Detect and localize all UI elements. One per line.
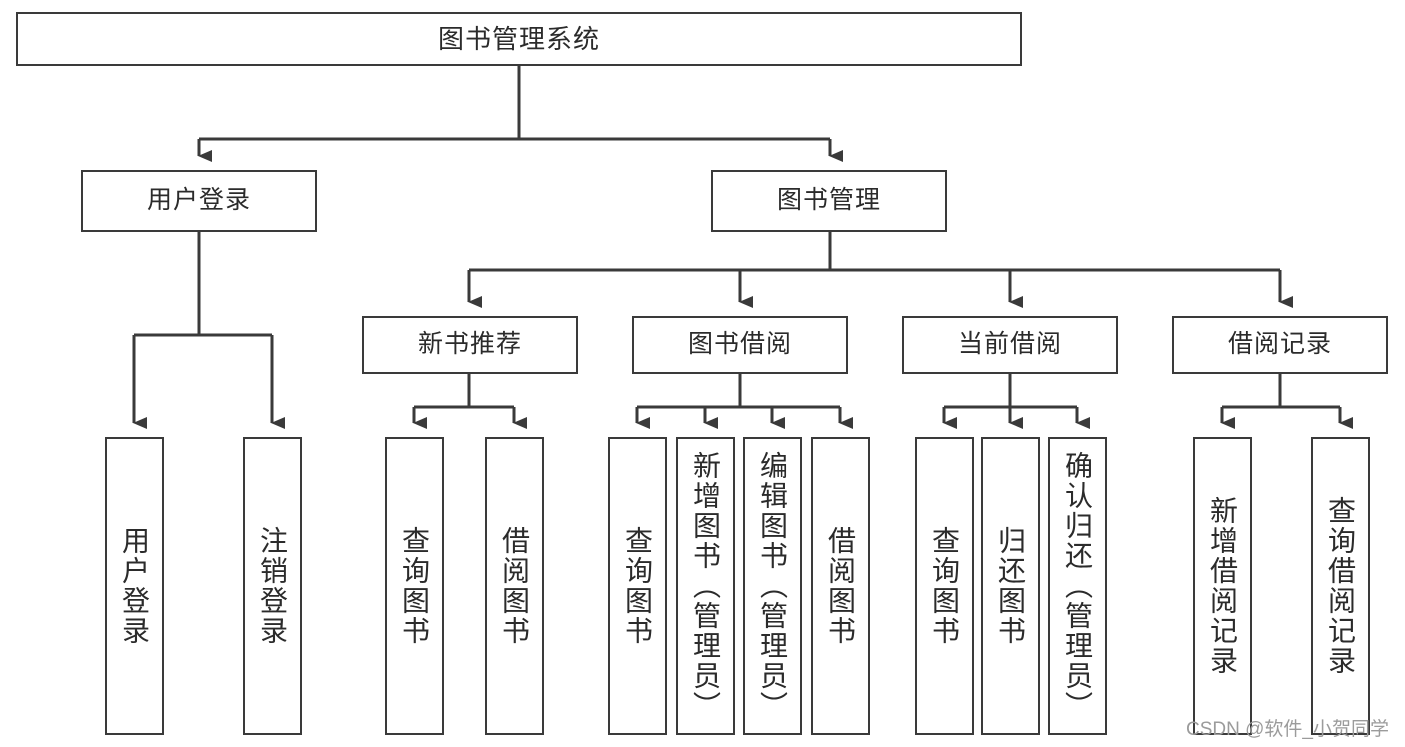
node-leaf-query-borrow-record[interactable]: 查询借阅记录: [1311, 437, 1370, 735]
node-leaf-user-logout-label: 注销登录: [257, 526, 289, 646]
node-leaf-user-logout[interactable]: 注销登录: [243, 437, 302, 735]
node-user-login[interactable]: 用户登录: [81, 170, 317, 232]
node-leaf-borrow-book[interactable]: 借阅图书: [811, 437, 870, 735]
node-leaf-user-login[interactable]: 用户登录: [105, 437, 164, 735]
node-leaf-cur-query-book-label: 查询图书: [929, 526, 961, 646]
node-leaf-rec-borrow-book-label: 借阅图书: [499, 526, 531, 646]
node-current-borrow-label: 当前借阅: [957, 330, 1062, 359]
node-new-book-rec-label: 新书推荐: [417, 330, 522, 359]
node-book-manage-label: 图书管理: [776, 186, 881, 215]
node-book-borrow[interactable]: 图书借阅: [632, 316, 848, 374]
node-book-manage[interactable]: 图书管理: [711, 170, 947, 232]
node-leaf-rec-query-book-label: 查询图书: [399, 526, 431, 646]
node-root-system-label: 图书管理系统: [437, 23, 600, 54]
node-borrow-record-label: 借阅记录: [1227, 330, 1332, 359]
node-leaf-add-book-admin-label: 新增图书（管理员）: [690, 451, 722, 721]
node-leaf-rec-query-book[interactable]: 查询图书: [385, 437, 444, 735]
node-user-login-label: 用户登录: [146, 186, 251, 215]
node-leaf-cur-query-book[interactable]: 查询图书: [915, 437, 974, 735]
node-current-borrow[interactable]: 当前借阅: [902, 316, 1118, 374]
node-leaf-user-login-label: 用户登录: [119, 526, 151, 646]
node-root-system[interactable]: 图书管理系统: [16, 12, 1022, 66]
node-leaf-return-book[interactable]: 归还图书: [981, 437, 1040, 735]
node-leaf-return-book-label: 归还图书: [995, 526, 1027, 646]
node-book-borrow-label: 图书借阅: [687, 330, 792, 359]
node-leaf-query-borrow-record-label: 查询借阅记录: [1325, 496, 1357, 676]
node-leaf-add-borrow-record-label: 新增借阅记录: [1207, 496, 1239, 676]
node-borrow-record[interactable]: 借阅记录: [1172, 316, 1388, 374]
node-leaf-add-borrow-record[interactable]: 新增借阅记录: [1193, 437, 1252, 735]
node-leaf-add-book-admin[interactable]: 新增图书（管理员）: [676, 437, 735, 735]
node-leaf-confirm-return-admin[interactable]: 确认归还（管理员）: [1048, 437, 1107, 735]
node-leaf-edit-book-admin[interactable]: 编辑图书（管理员）: [743, 437, 802, 735]
node-leaf-rec-borrow-book[interactable]: 借阅图书: [485, 437, 544, 735]
node-leaf-borrow-query-book[interactable]: 查询图书: [608, 437, 667, 735]
node-leaf-confirm-return-admin-label: 确认归还（管理员）: [1062, 451, 1094, 721]
node-leaf-borrow-query-book-label: 查询图书: [622, 526, 654, 646]
node-new-book-rec[interactable]: 新书推荐: [362, 316, 578, 374]
node-leaf-borrow-book-label: 借阅图书: [825, 526, 857, 646]
node-leaf-edit-book-admin-label: 编辑图书（管理员）: [757, 451, 789, 721]
csdn-watermark: CSDN @软件_小贺同学: [1186, 719, 1389, 740]
